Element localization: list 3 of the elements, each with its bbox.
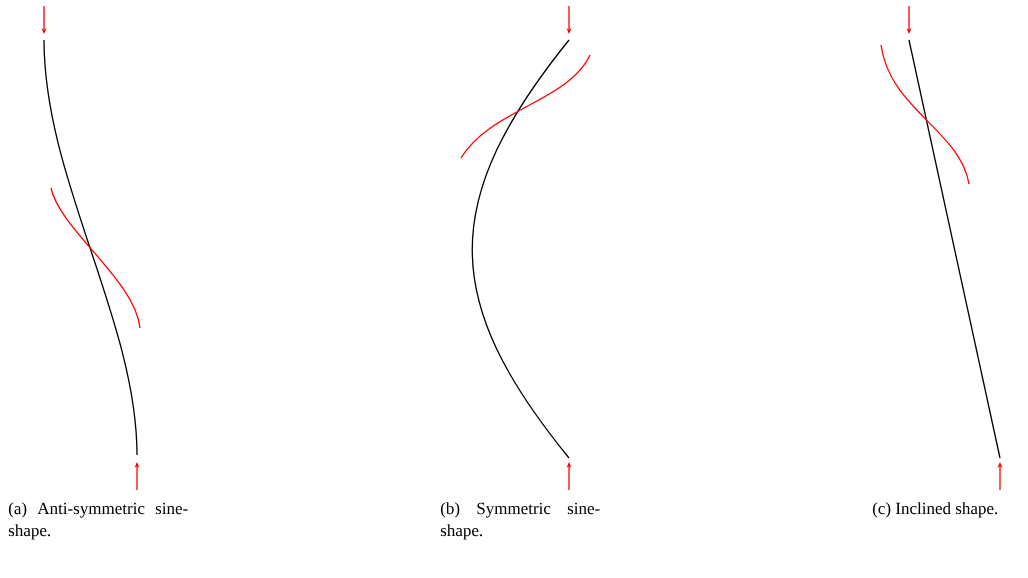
figure-caption: (b) Symmetric sine-shape. [440,502,600,540]
figure-caption: (a) Anti-symmetric sine-shape. [8,502,188,540]
figure-caption: (c) Inclined shape. [872,502,998,518]
